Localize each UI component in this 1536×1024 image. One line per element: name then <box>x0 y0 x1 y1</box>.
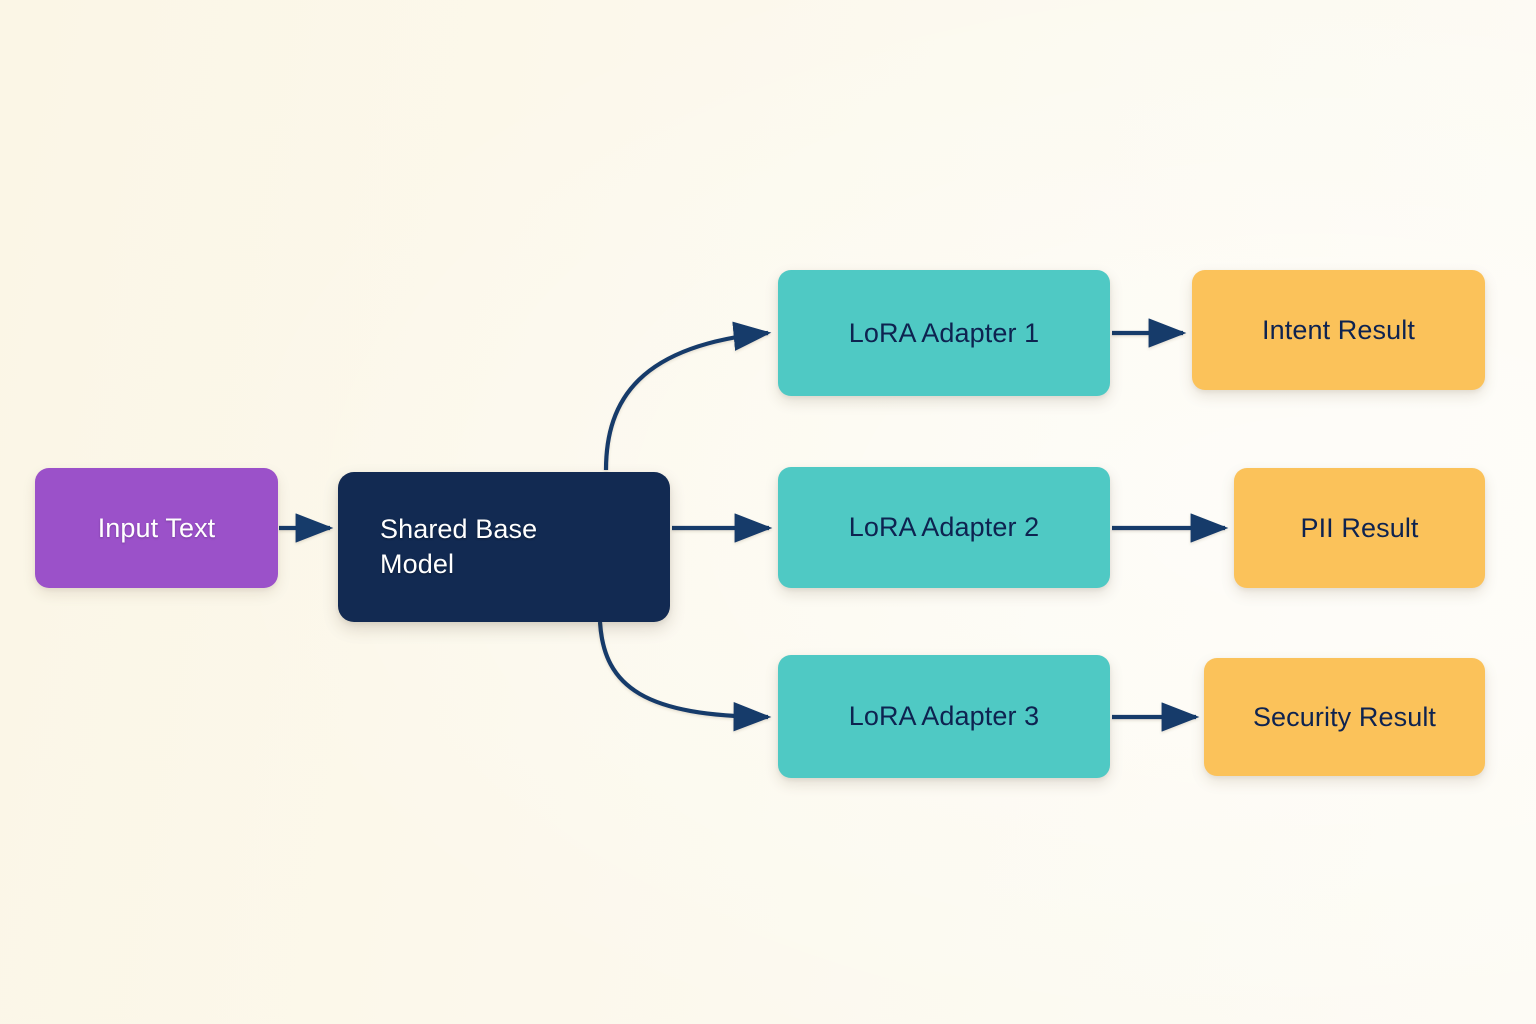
node-intent-result[interactable]: Intent Result <box>1192 270 1485 390</box>
node-pii-result[interactable]: PII Result <box>1234 468 1485 588</box>
edge-base-to-adapter-1 <box>603 321 772 471</box>
edge-base-to-adapter-3 <box>597 621 772 732</box>
node-security-result[interactable]: Security Result <box>1204 658 1485 776</box>
node-lora-adapter-3[interactable]: LoRA Adapter 3 <box>778 655 1110 778</box>
node-lora-adapter-1[interactable]: LoRA Adapter 1 <box>778 270 1110 396</box>
node-intent-result-label: Intent Result <box>1262 314 1415 345</box>
node-lora-adapter-2[interactable]: LoRA Adapter 2 <box>778 467 1110 588</box>
node-lora-adapter-2-label: LoRA Adapter 2 <box>848 512 1040 543</box>
node-lora-adapter-3-label: LoRA Adapter 3 <box>848 701 1040 732</box>
node-input-text-label: Input Text <box>97 512 216 543</box>
node-pii-result-label: PII Result <box>1300 512 1419 543</box>
node-lora-adapter-1-label: LoRA Adapter 1 <box>848 317 1040 348</box>
base-label-line-1: Shared Base <box>380 514 538 545</box>
node-security-result-label: Security Result <box>1252 701 1437 732</box>
node-input-text[interactable]: Input Text <box>35 468 278 588</box>
base-label-line-2: Model <box>380 549 455 579</box>
